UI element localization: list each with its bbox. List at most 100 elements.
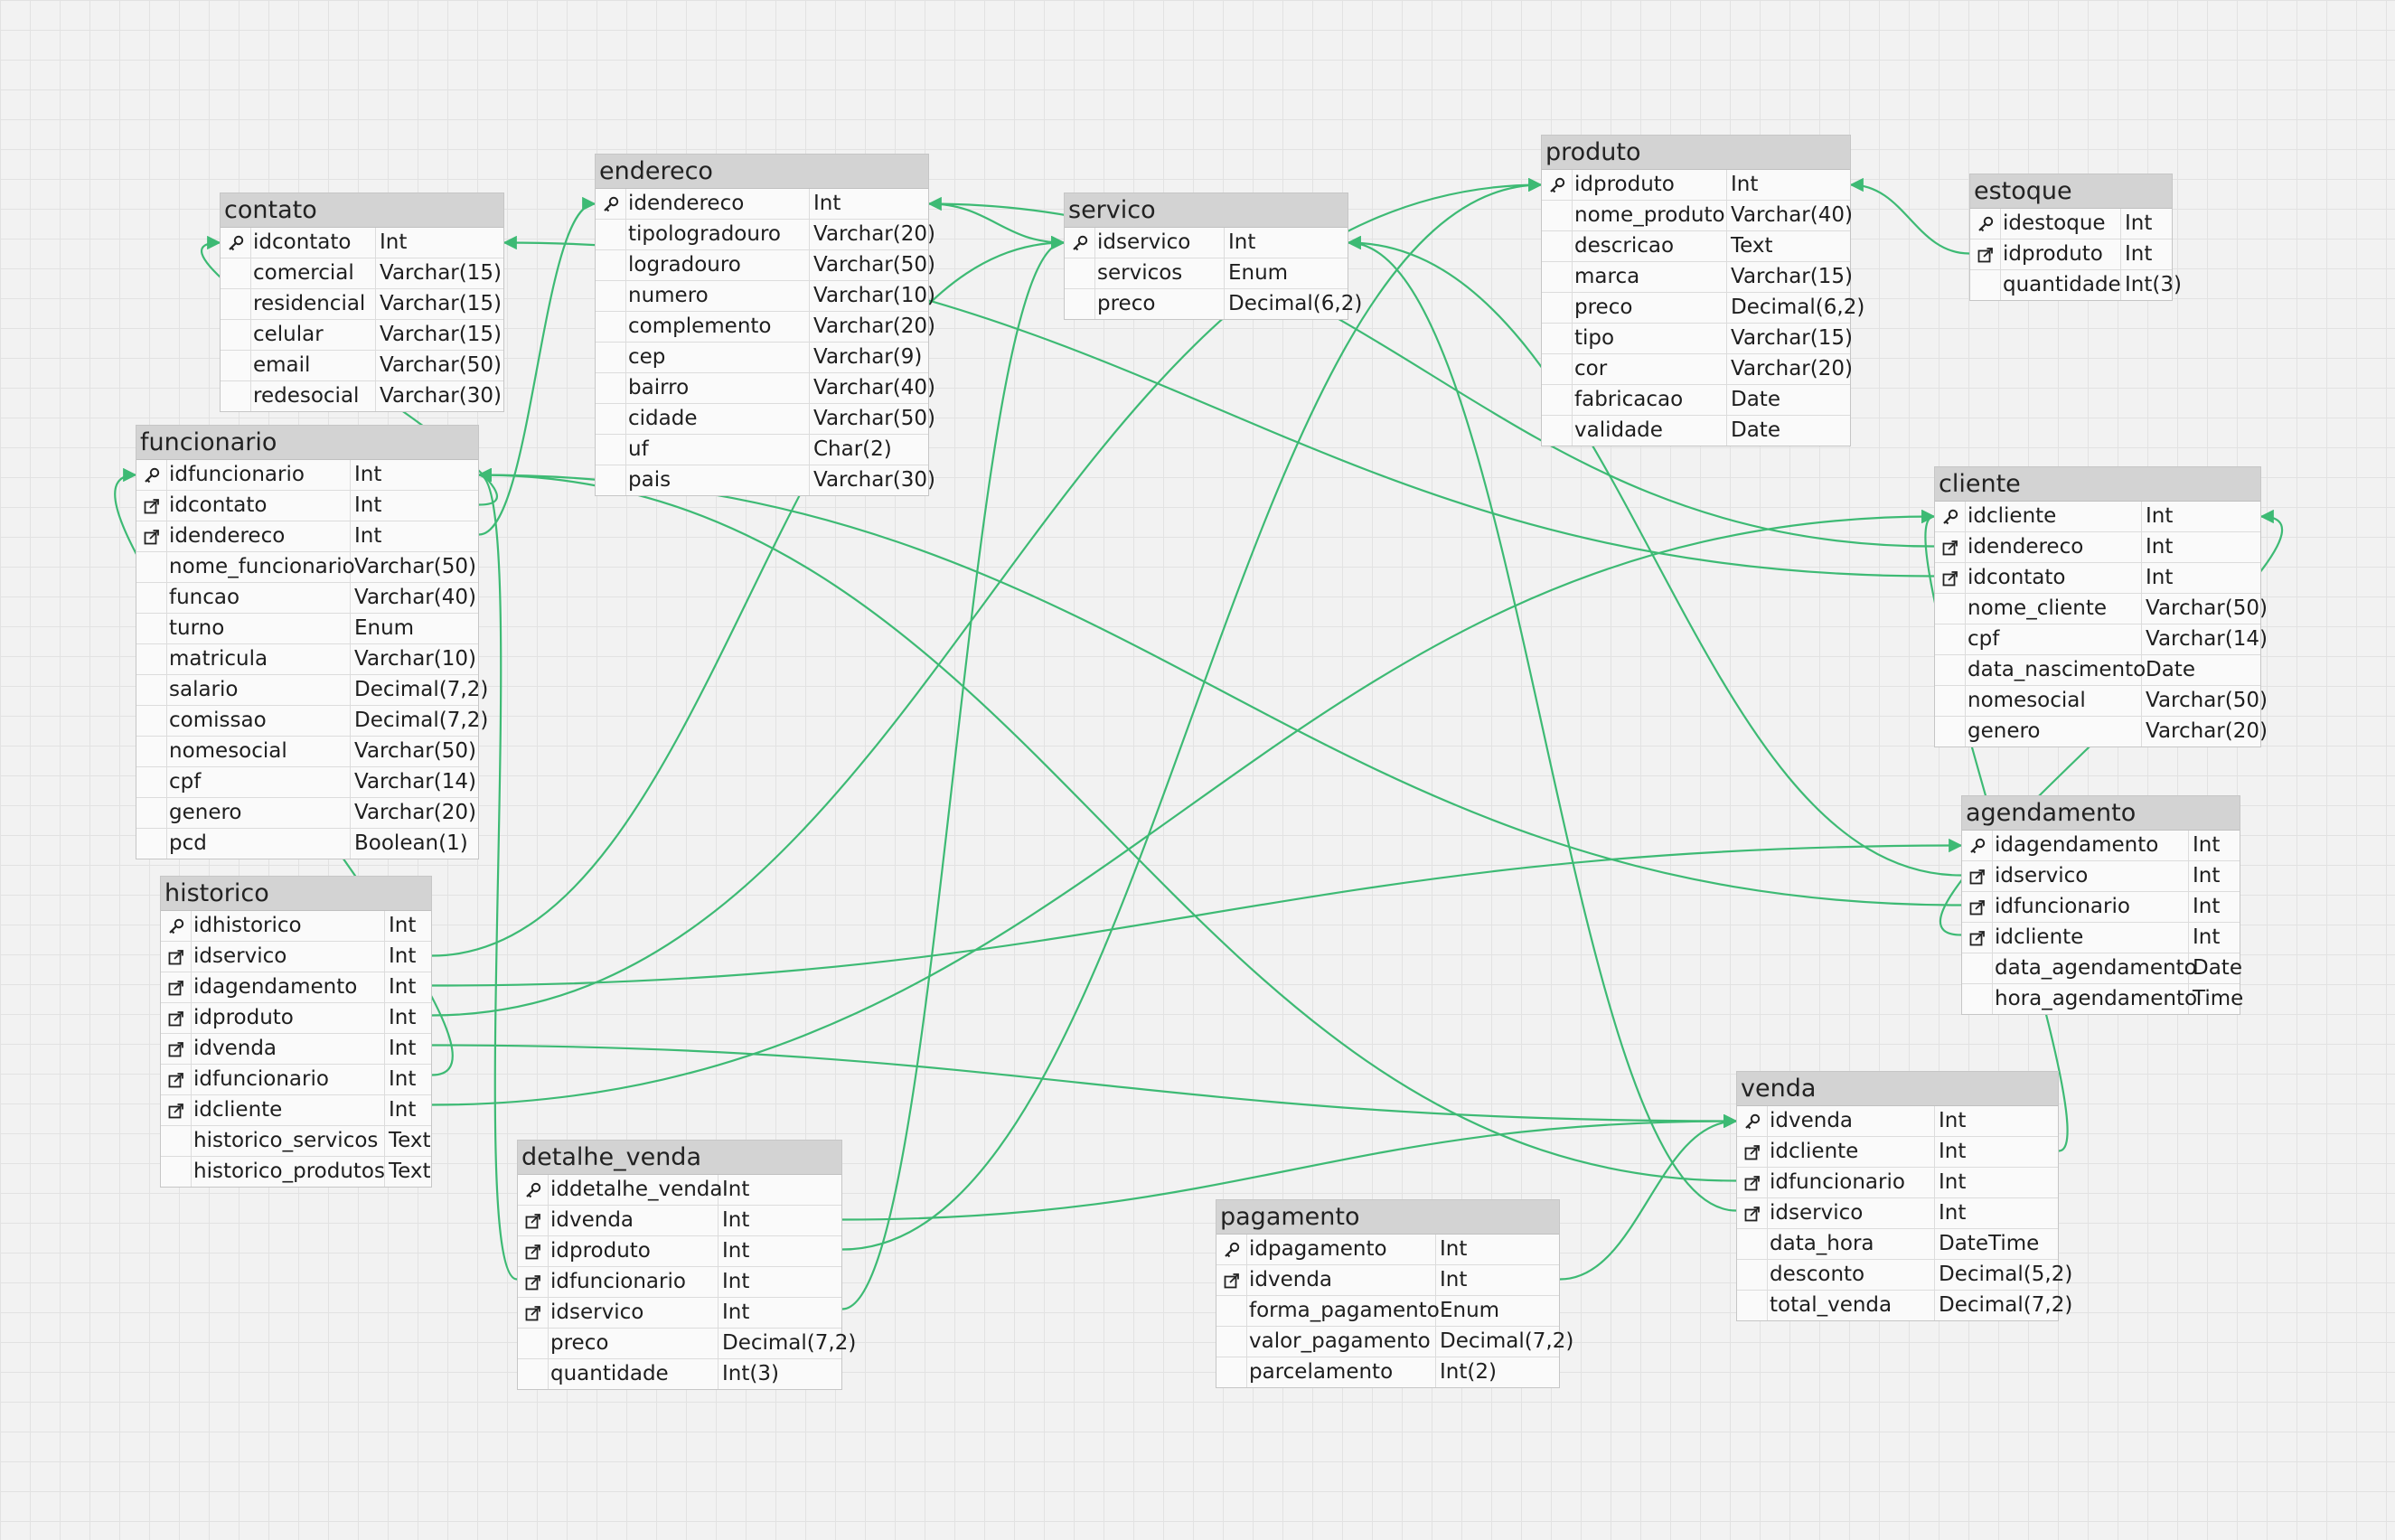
table-title[interactable]: detalhe_venda <box>518 1141 841 1175</box>
table-title[interactable]: historico <box>161 877 431 911</box>
table-title[interactable]: servico <box>1065 193 1348 228</box>
table-title[interactable]: endereco <box>596 155 928 189</box>
table-title[interactable]: estoque <box>1970 174 2172 209</box>
table-title[interactable]: contato <box>221 193 503 228</box>
table-title[interactable]: pagamento <box>1216 1200 1559 1235</box>
table-title[interactable]: cliente <box>1935 467 2260 502</box>
